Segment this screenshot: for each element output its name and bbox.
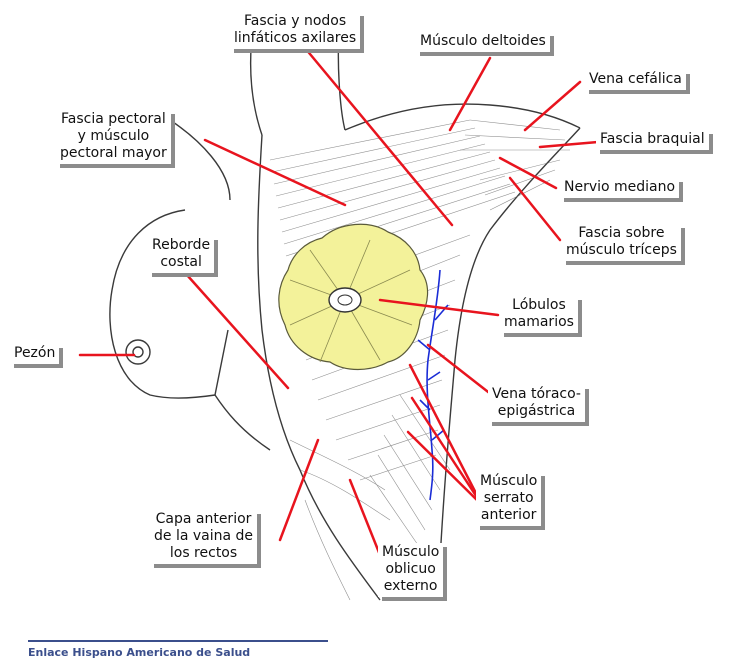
leader-reborde-costal <box>187 275 288 388</box>
leader-capa-rectos <box>280 440 318 540</box>
label-fascia-triceps: Fascia sobre músculo tríceps <box>562 224 681 261</box>
leader-vena-cefalica <box>525 82 580 130</box>
leader-serrato-2 <box>412 398 482 505</box>
leader-fascia-axilar <box>305 48 452 225</box>
label-capa-rectos: Capa anterior de la vaina de los rectos <box>150 510 257 564</box>
label-vena-cefalica: Vena cefálica <box>585 70 686 90</box>
label-vena-toraco: Vena tóraco- epigástrica <box>488 385 585 422</box>
leader-deltoides <box>450 58 490 130</box>
leader-fascia-braquial <box>540 142 598 147</box>
label-pezon: Pezón <box>10 344 59 364</box>
label-lobulos: Lóbulos mamarios <box>500 296 578 333</box>
label-deltoides: Músculo deltoides <box>416 32 550 52</box>
label-oblicuo: Músculo oblicuo externo <box>378 543 443 597</box>
leader-serrato-1 <box>410 365 482 505</box>
footer-credit: Enlace Hispano Americano de Salud <box>28 640 328 659</box>
leader-vena-toraco <box>428 345 492 395</box>
label-serrato: Músculo serrato anterior <box>476 472 541 526</box>
label-pectoral: Fascia pectoral y músculo pectoral mayor <box>56 110 171 164</box>
leader-serrato-3 <box>408 432 482 505</box>
label-nervio-mediano: Nervio mediano <box>560 178 679 198</box>
label-fascia-axilar: Fascia y nodos linfáticos axilares <box>230 12 360 49</box>
label-fascia-braquial: Fascia braquial <box>596 130 709 150</box>
areola <box>329 288 361 312</box>
label-reborde-costal: Reborde costal <box>148 236 214 273</box>
